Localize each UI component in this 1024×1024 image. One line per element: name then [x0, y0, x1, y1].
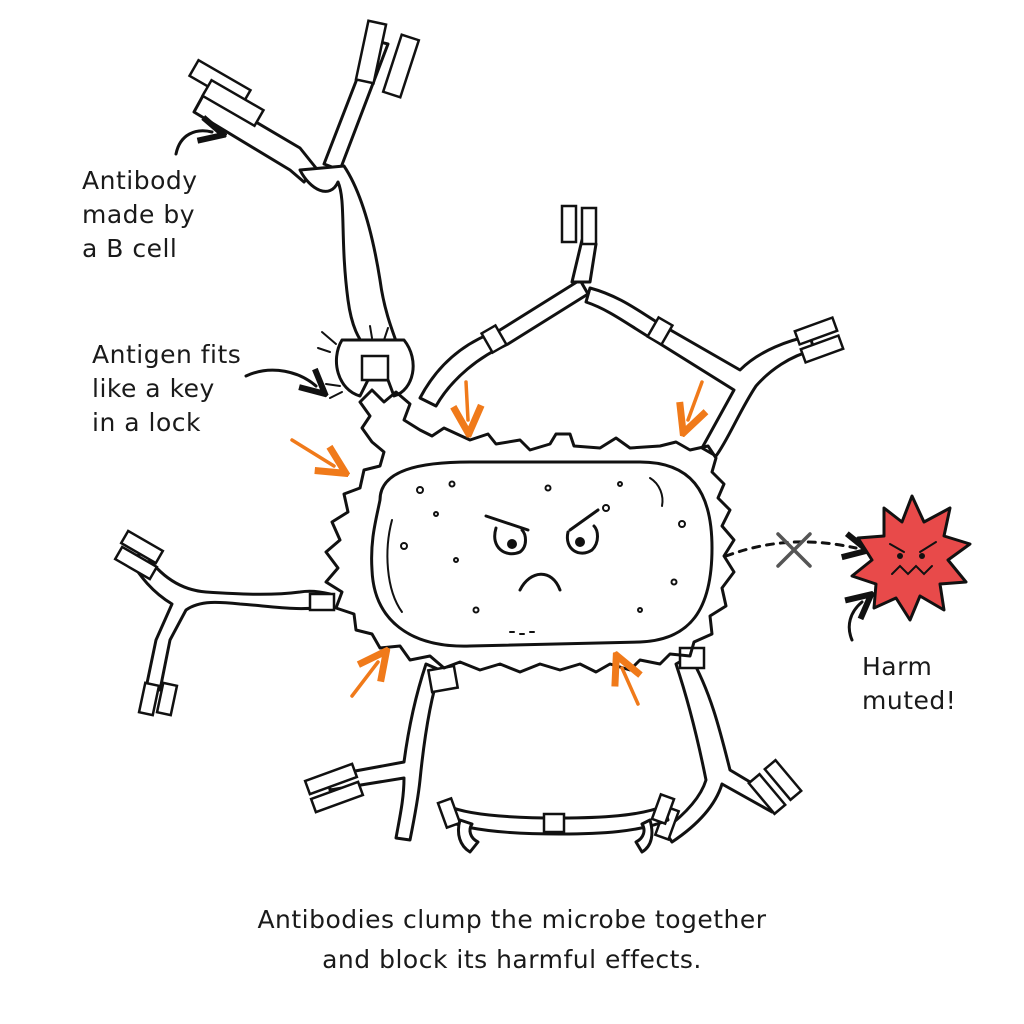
orange-arrows [290, 380, 702, 706]
antibody-label-line-1: Antibody [82, 166, 198, 195]
arrow-orange-3 [688, 380, 702, 420]
antigen-pointer-arrow [244, 370, 316, 386]
antibody-label-line-2: made by [82, 200, 196, 229]
angry-microbe-icon [370, 460, 714, 648]
arrow-orange-5 [622, 668, 638, 706]
antibody-top-right [418, 204, 845, 458]
caption-line-2: and block its harmful effects. [322, 945, 702, 974]
antibody-large-top [187, 19, 421, 399]
antibody-label: Antibody made by a B cell [82, 164, 198, 266]
x-mark-icon [776, 532, 812, 568]
antibody-bottom-bridge [436, 792, 676, 854]
antigen-label-line-3: in a lock [92, 408, 201, 437]
antibody-pointer-arrow [174, 131, 212, 156]
antigen-label-line-1: Antigen fits [92, 340, 242, 369]
antibody-bottom-right [653, 646, 803, 844]
harm-label-line-1: Harm [862, 652, 933, 681]
arrow-orange-2 [466, 380, 468, 420]
antibody-label-line-3: a B cell [82, 234, 178, 263]
arrow-orange-1 [290, 438, 334, 466]
blocked-path-arrow [724, 542, 856, 556]
angry-toxin-icon [850, 494, 972, 622]
antigen-label-line-2: like a key [92, 374, 215, 403]
harm-pointer-arrow [849, 602, 862, 642]
antigen-ring [324, 388, 736, 674]
harm-label-line-2: muted! [862, 686, 957, 715]
antigen-label: Antigen fits like a key in a lock [92, 338, 241, 440]
antibody-bottom-left [303, 662, 460, 842]
caption-line-1: Antibodies clump the microbe together [257, 905, 767, 934]
caption: Antibodies clump the microbe together an… [200, 900, 824, 980]
antibody-left [113, 529, 336, 717]
arrow-orange-4 [350, 662, 378, 698]
harm-label: Harm muted! [862, 650, 956, 718]
